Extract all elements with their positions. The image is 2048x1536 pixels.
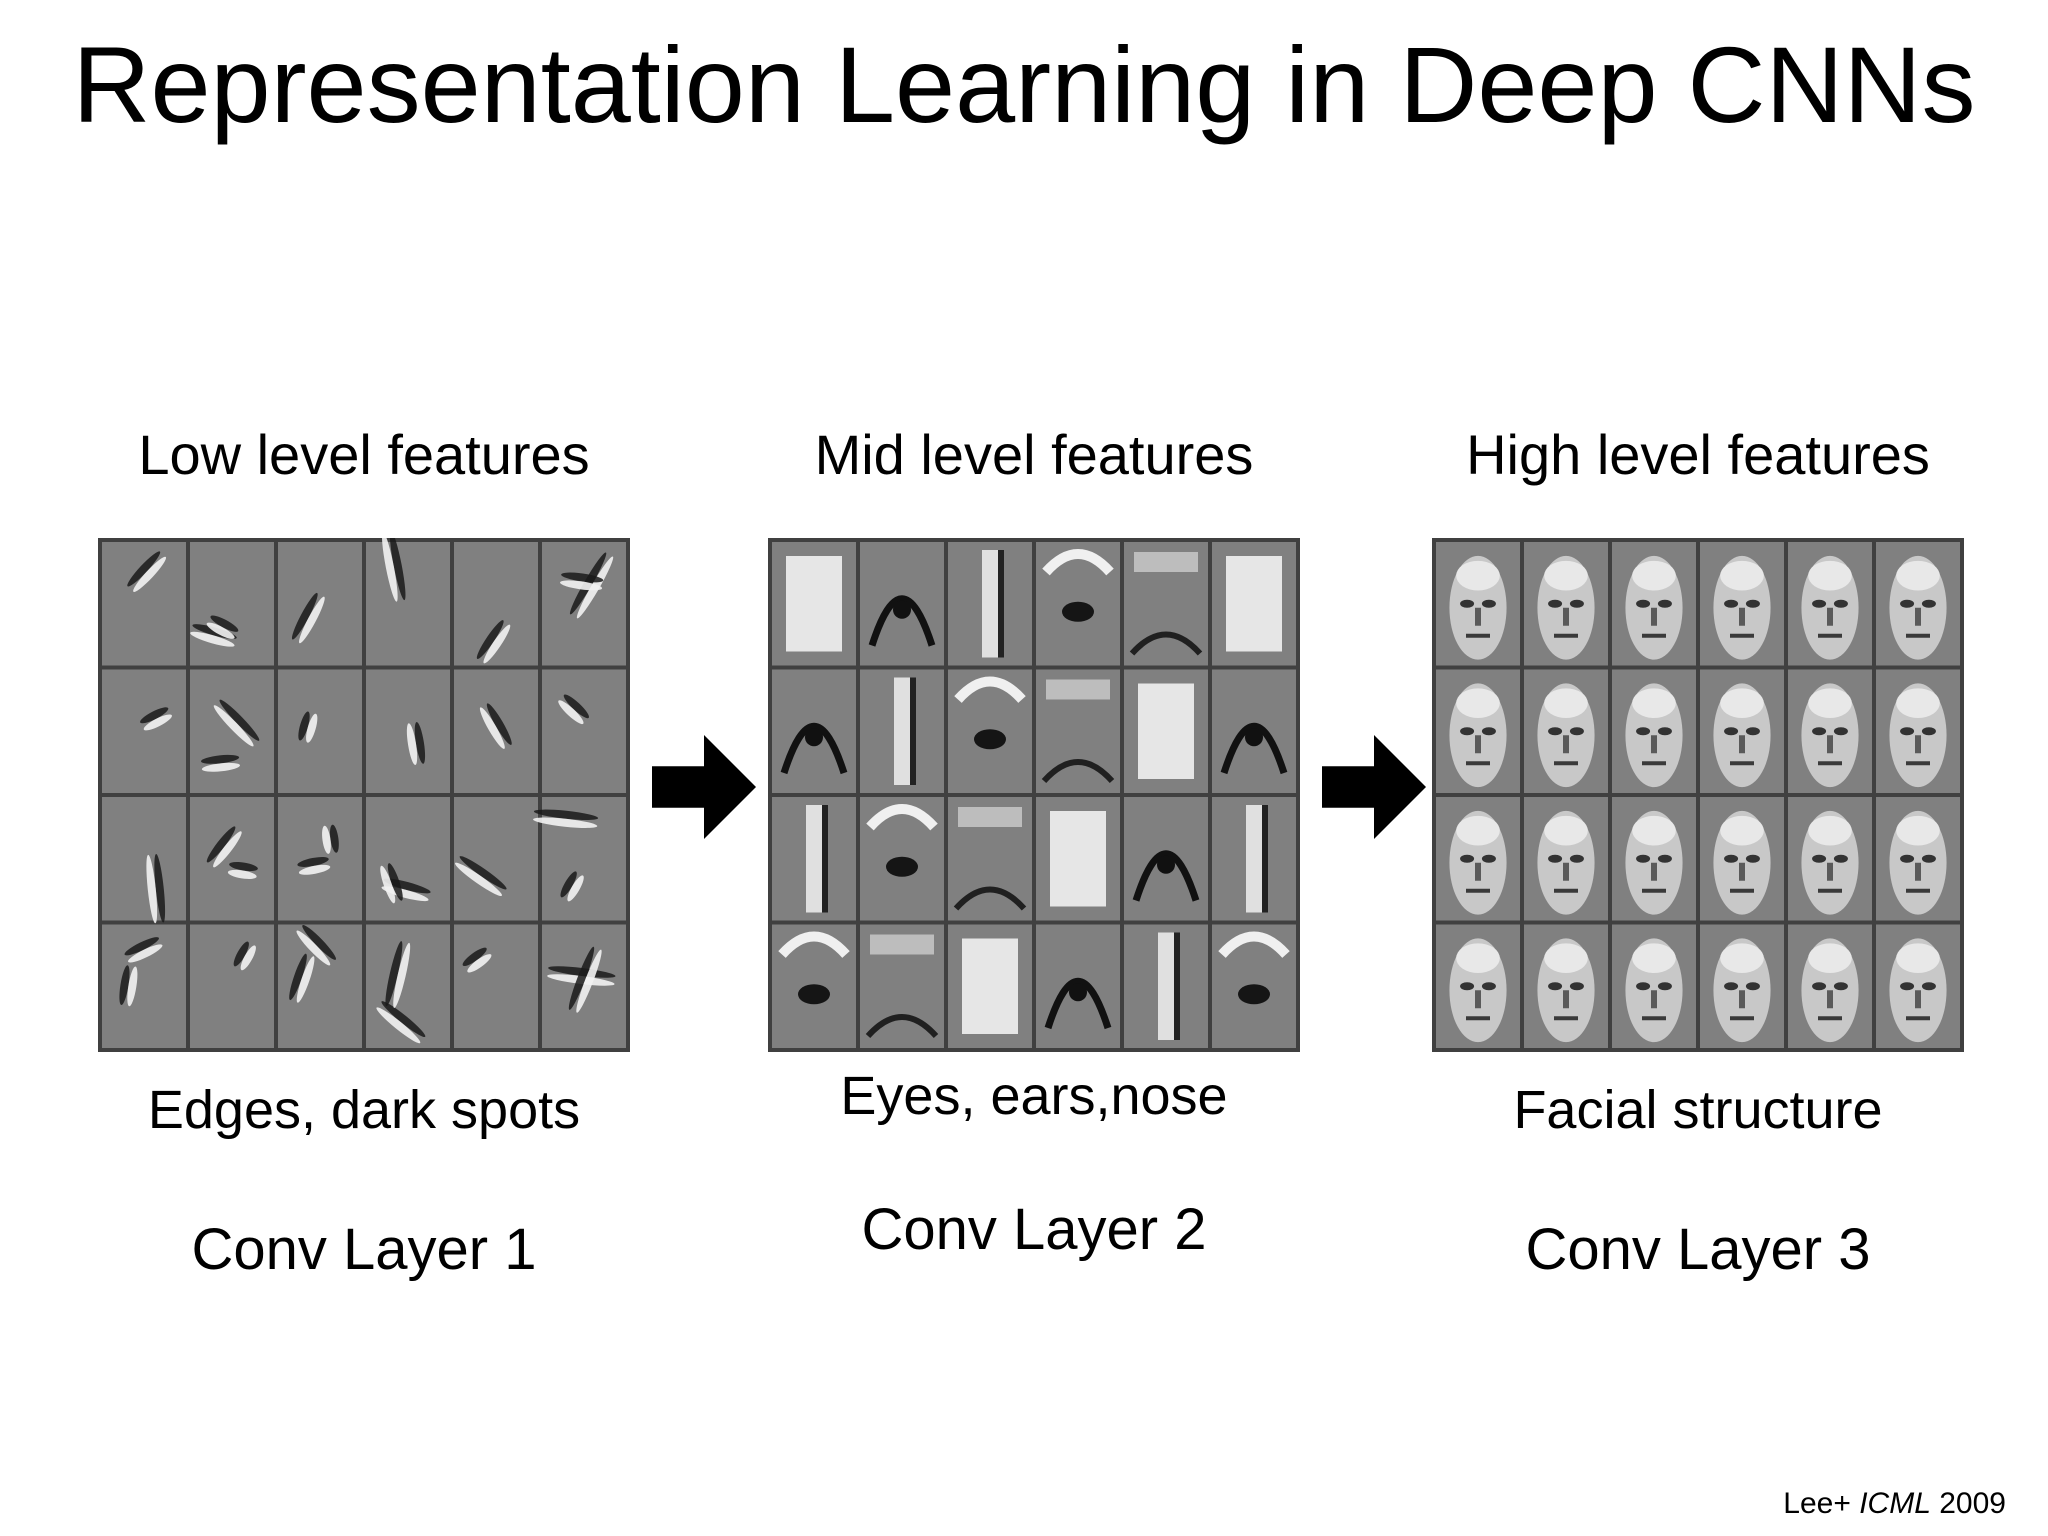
description-mid: Eyes, ears,nose [840,1066,1228,1126]
filter-tile [1124,924,1208,1048]
filter-tile [1700,924,1784,1048]
column-high-level: High level features Facial structure Con… [1418,420,1978,1286]
filter-tile [533,797,626,921]
filter-tile [190,924,274,1048]
citation: Lee+ ICML 2009 [1783,1486,2006,1522]
filter-tile [102,797,186,924]
filter-tile [454,924,538,1048]
filter-tile [102,542,186,666]
filter-tile [1036,797,1120,921]
filter-tile [366,669,450,793]
filter-tile [366,924,450,1048]
filter-tile [1700,797,1784,921]
filter-tile [772,542,856,666]
filter-tile [454,797,538,921]
filter-tile [1124,542,1208,666]
citation-author: Lee+ [1783,1487,1851,1520]
filter-tile [1876,542,1960,666]
filter-tile [772,669,856,793]
filter-tile [1036,542,1120,666]
filter-tile [542,669,626,793]
filter-tile [1612,542,1696,666]
filter-tile [1036,669,1120,793]
filter-tile [1788,669,1872,793]
filter-tile [1212,669,1296,793]
filter-tile [1524,669,1608,793]
filter-tile [1436,669,1520,793]
filter-tile [454,669,538,793]
filter-tile [860,797,944,921]
filter-tile [1436,924,1520,1048]
description-low: Edges, dark spots [147,1080,581,1140]
filter-tile [1788,542,1872,666]
citation-year: 2009 [1939,1487,2006,1520]
filter-tile [102,924,186,1048]
filter-tile [1524,542,1608,666]
column-low-level: Low level features Edges, dark spots Con… [84,420,644,1286]
layer-label-3: Conv Layer 3 [1525,1217,1871,1282]
filter-tile [948,797,1032,921]
filter-tile [1524,797,1608,921]
filter-grid-layer-3 [1432,538,1964,1052]
filter-tile [278,924,362,1048]
filter-tile [948,542,1032,666]
filter-tile [860,669,944,793]
filter-tile [1876,669,1960,793]
filter-tile [1700,669,1784,793]
filter-tile [860,924,944,1048]
filter-tile [1788,924,1872,1048]
filter-tile [860,542,944,666]
filter-tile [1212,924,1296,1048]
right-arrow-icon [652,735,756,839]
layer-label-2: Conv Layer 2 [861,1197,1207,1262]
column-mid-level: Mid level features Eyes, ears,nose Conv … [754,420,1314,1266]
filter-tile [1612,797,1696,921]
filter-tile [1612,924,1696,1048]
filter-tile [1124,797,1208,921]
face-filters-image [1436,542,1960,1048]
filter-tile [1212,797,1296,921]
filter-tile [948,669,1032,793]
filter-tile [190,797,274,921]
filter-tile [1524,924,1608,1048]
filter-tile [278,542,362,666]
filter-tile [278,797,362,921]
feature-label-low: Low level features [138,423,590,486]
filter-tile [1436,797,1520,921]
filter-tile [190,669,274,793]
edge-filters-image [102,538,626,1048]
description-high: Facial structure [1513,1080,1883,1140]
filter-tile [190,542,274,666]
filter-tile [1212,542,1296,666]
citation-venue: ICML [1859,1487,1931,1520]
filter-tile [1700,542,1784,666]
filter-grid-layer-1 [98,538,630,1052]
filter-tile [1124,669,1208,793]
filter-tile [948,924,1032,1048]
right-arrow-icon [1322,735,1426,839]
filter-tile [1436,542,1520,666]
slide-title: Representation Learning in Deep CNNs [72,24,1976,145]
filter-tile [366,538,450,666]
filter-tile [772,924,856,1048]
filter-tile [278,669,362,793]
layer-label-1: Conv Layer 1 [191,1217,537,1282]
filter-tile [1876,924,1960,1048]
face-part-filters-image [772,542,1296,1048]
filter-tile [1876,797,1960,921]
filter-tile [1788,797,1872,921]
filter-tile [542,542,626,666]
filter-tile [102,669,186,793]
filter-tile [454,542,538,666]
filter-tile [1612,669,1696,793]
filter-tile [772,797,856,921]
feature-label-high: High level features [1466,423,1930,486]
filter-grid-layer-2 [768,538,1300,1052]
feature-label-mid: Mid level features [814,423,1254,486]
filter-tile [366,797,450,921]
filter-tile [542,924,626,1048]
filter-tile [1036,924,1120,1048]
